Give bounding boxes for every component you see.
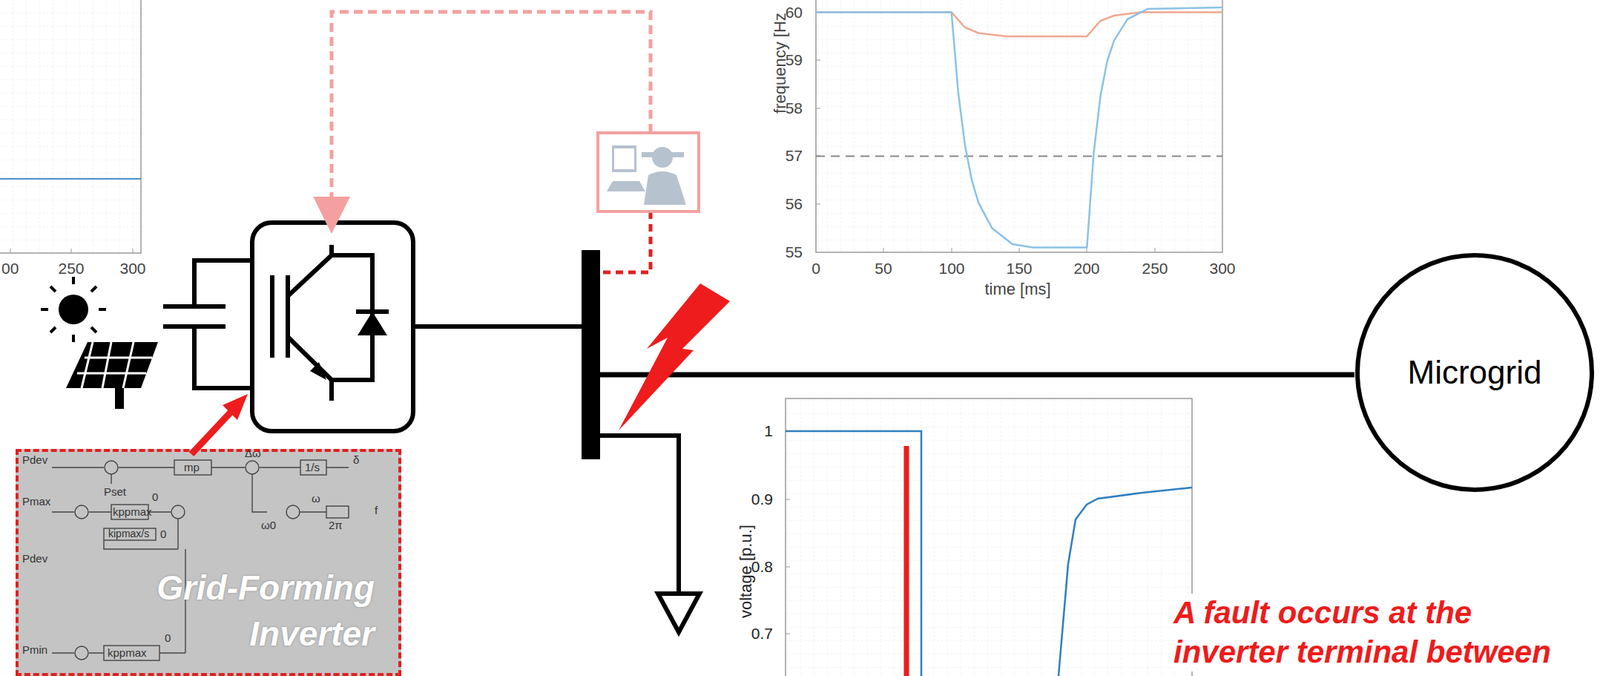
block-signal-label: ω0 (261, 519, 276, 532)
axis-tick-label: 300 (119, 259, 146, 277)
block-title: Grid-Forming Inverter (85, 564, 375, 657)
axis-tick-label: 55 (785, 243, 803, 261)
block-signal-label: ω (311, 492, 321, 506)
block-signal-label: mp (183, 461, 200, 474)
axis-tick-label: 150 (1005, 259, 1032, 277)
annotation-note: A fault occurs at the inverter terminal … (1173, 593, 1589, 672)
block-signal-label: 0 (164, 631, 171, 645)
axis-tick-label: 250 (1141, 259, 1168, 277)
block-signal-label: 0 (152, 491, 158, 504)
axis-tick-label: time [ms] (984, 280, 1051, 299)
axis-title: frequency [Hz (771, 12, 790, 114)
axis-tick-label: 57 (785, 146, 803, 164)
microgrid-circle: Microgrid (1354, 252, 1595, 493)
block-signal-label: 0 (160, 528, 167, 541)
axis-tick-label: 100 (938, 259, 965, 277)
axis-tick-label: 0.7 (751, 624, 773, 642)
axis-tick-label: 250 (57, 259, 84, 277)
node-label: Microgrid (1407, 353, 1543, 391)
block-signal-label: kppmax (112, 505, 153, 519)
axis-tick-label: 00 (1, 259, 19, 277)
axis-title: voltage [p.u.] (737, 524, 756, 618)
axis-tick-label: 200 (1073, 259, 1100, 277)
block-signal-label: kipmax/s (108, 528, 150, 540)
axis-tick-label: 300 (1209, 259, 1236, 277)
inverter-control-block: Grid-Forming Inverter (15, 448, 402, 676)
block-signal-label: Pmax (22, 495, 51, 509)
block-signal-label: Pdev (22, 453, 48, 467)
block-signal-label: Pset (103, 485, 127, 499)
axis-tick-label: 0.9 (751, 490, 773, 508)
block-signal-label: 2π (328, 519, 343, 532)
block-signal-label: δ (353, 453, 360, 467)
block-signal-label: Δω (244, 447, 262, 460)
block-signal-label: Pdev (22, 552, 48, 566)
block-signal-label: Pmin (22, 643, 48, 657)
block-signal-label: 1/s (304, 461, 320, 474)
axis-tick-label: 56 (785, 195, 803, 213)
axis-tick-label: 0 (811, 259, 821, 277)
block-signal-label: f (374, 504, 378, 518)
axis-tick-label: 50 (874, 259, 892, 277)
block-signal-label: kppmax (107, 646, 147, 660)
axis-tick-label: 1 (764, 422, 773, 440)
